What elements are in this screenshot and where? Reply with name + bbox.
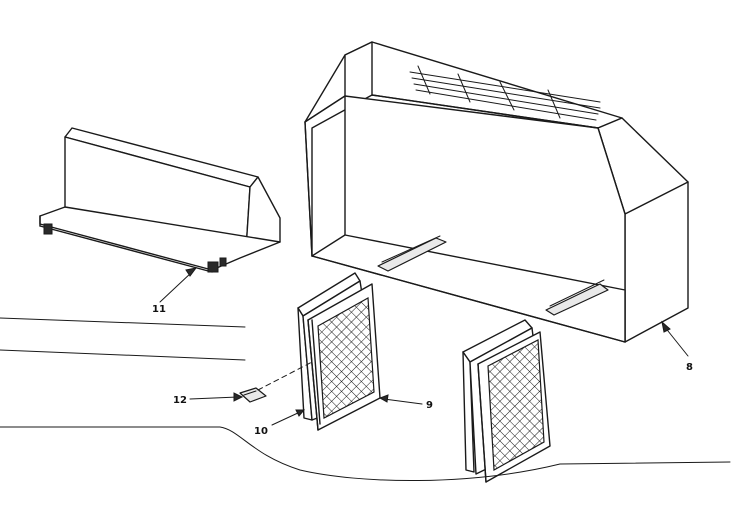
cabinet-housing: [304, 41, 689, 343]
label-part-8: 8: [686, 362, 693, 373]
label-part-9: 9: [426, 400, 433, 411]
label-part-12: 12: [173, 395, 187, 406]
leader-lines: [0, 267, 731, 482]
filter-assembly-left: [297, 272, 381, 431]
label-part-10: 10: [254, 426, 268, 437]
filter-clip: [239, 361, 313, 403]
cabinet-floor-rails: [377, 235, 609, 316]
shelf-panel: [39, 127, 281, 273]
filter-assembly-right: [462, 319, 551, 483]
label-part-11: 11: [152, 304, 166, 315]
cabinet-louvres: [409, 65, 601, 121]
